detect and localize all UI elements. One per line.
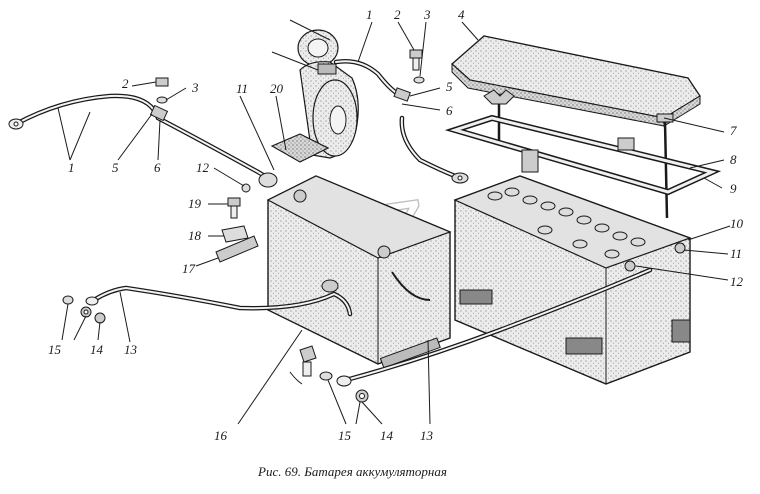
- callout-1-left: 1: [68, 160, 75, 175]
- cable-ground-left: [85, 279, 353, 317]
- callout-17: 17: [182, 261, 196, 276]
- cable-interconnect: [336, 267, 653, 387]
- callout-2: 2: [394, 7, 401, 22]
- washer-top: [413, 76, 425, 84]
- figure-caption: Рис. 69. Батарея аккумуляторная: [257, 464, 447, 479]
- bolt-19: [227, 197, 241, 219]
- callout-3-left: 3: [191, 80, 199, 95]
- washers-bottom: [319, 371, 369, 403]
- clamp-bolt: [656, 113, 674, 219]
- cable-positive-left: [8, 93, 278, 188]
- washers-left: [62, 295, 106, 324]
- callout-3: 3: [423, 7, 431, 22]
- callout-11-right: 11: [730, 246, 742, 261]
- callout-1: 1: [366, 7, 373, 22]
- bracket-17: [215, 235, 259, 263]
- callout-16: 16: [214, 428, 228, 443]
- callout-2-left: 2: [122, 76, 129, 91]
- callout-6-top: 6: [446, 103, 453, 118]
- bolt-top: [409, 49, 423, 71]
- starter-motor: [271, 19, 359, 159]
- battery-left: [266, 175, 452, 369]
- bolt-left: [155, 77, 169, 104]
- callout-11-top: 11: [236, 81, 248, 96]
- callout-10: 10: [730, 216, 744, 231]
- battery-cover: [451, 35, 701, 127]
- hold-down-frame: [444, 114, 722, 196]
- battery-right: [453, 175, 692, 385]
- callout-labels: 1 2 3 4 2 3 20 11 5 6 7 1 5 6 12 8 9 19 …: [48, 7, 744, 443]
- leader-lines: [57, 21, 731, 425]
- callout-19: 19: [188, 196, 202, 211]
- callout-5-left: 5: [112, 160, 119, 175]
- callout-6-left: 6: [154, 160, 161, 175]
- wing-nut: [483, 89, 515, 140]
- callout-13-bottom: 13: [420, 428, 434, 443]
- callout-8: 8: [730, 152, 737, 167]
- callout-4: 4: [458, 7, 465, 22]
- callout-12-left: 12: [196, 160, 210, 175]
- filler-caps: [487, 187, 646, 259]
- terminal-cover: [270, 133, 330, 163]
- ground-bolt: [289, 345, 317, 385]
- callout-14-bottom: 14: [380, 428, 394, 443]
- washer-18: [221, 225, 249, 243]
- callout-7: 7: [730, 123, 737, 138]
- callout-12-right: 12: [730, 274, 744, 289]
- callout-20: 20: [270, 81, 284, 96]
- callout-5-top: 5: [446, 79, 453, 94]
- callout-18: 18: [188, 228, 202, 243]
- callout-13-left: 13: [124, 342, 138, 357]
- callout-14-left: 14: [90, 342, 104, 357]
- callout-15-left: 15: [48, 342, 62, 357]
- callout-9: 9: [730, 181, 737, 196]
- callout-15-bottom: 15: [338, 428, 352, 443]
- cable-starter-positive: [333, 59, 469, 184]
